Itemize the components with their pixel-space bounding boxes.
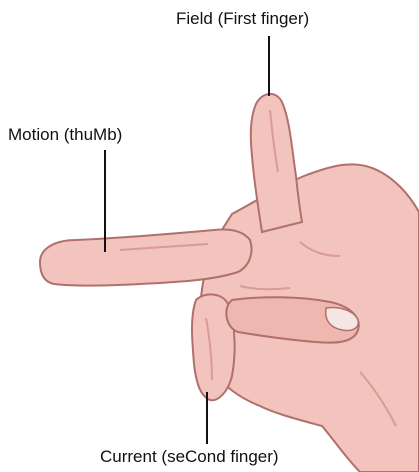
thumb <box>40 229 252 285</box>
current-leader-line <box>206 392 208 444</box>
current-label: Current (seCond finger) <box>100 448 279 465</box>
field-label: Field (First finger) <box>176 10 309 27</box>
field-leader-line <box>268 36 270 96</box>
motion-label: Motion (thuMb) <box>8 126 122 143</box>
motion-leader-line <box>104 150 106 252</box>
